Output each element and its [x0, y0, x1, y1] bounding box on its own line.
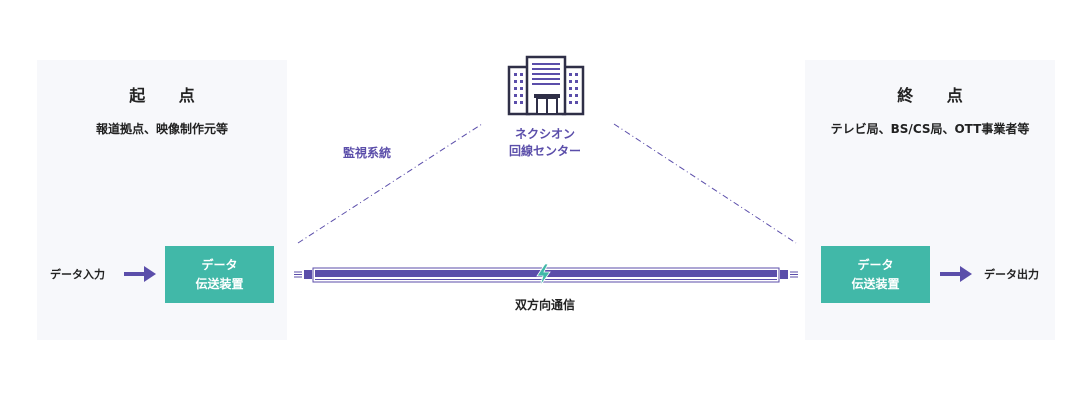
- monitoring-line-left: [297, 123, 483, 244]
- destination-transmission-device: データ 伝送装置: [821, 246, 930, 303]
- arrow-right-icon: [940, 266, 972, 282]
- cable: [294, 267, 798, 283]
- nexion-label-line2: 回線センター: [508, 144, 581, 158]
- origin-transmission-device: データ 伝送装置: [165, 246, 274, 303]
- origin-device-line2: 伝送装置: [195, 276, 244, 291]
- data-input-label: データ入力: [50, 268, 105, 281]
- nexion-label-line1: ネクシオン: [514, 127, 575, 141]
- destination-subtitle: テレビ局、BS/CS局、OTT事業者等: [830, 122, 1030, 136]
- destination-title: 終 点: [897, 86, 977, 105]
- arrow-right-icon: [124, 266, 156, 282]
- origin-title: 起 点: [129, 86, 209, 105]
- data-output-label: データ出力: [984, 268, 1039, 281]
- destination-panel: 終 点 テレビ局、BS/CS局、OTT事業者等: [805, 60, 1055, 340]
- origin-panel: 起 点 報道拠点、映像制作元等: [37, 60, 287, 340]
- bidirectional-comm-label: 双方向通信: [514, 298, 575, 312]
- monitoring-label: 監視系統: [343, 146, 392, 160]
- destination-device-line2: 伝送装置: [851, 276, 900, 291]
- origin-subtitle: 報道拠点、映像制作元等: [95, 122, 228, 136]
- connector-icon: [780, 270, 798, 279]
- connector-icon: [294, 270, 312, 279]
- origin-device-line1: データ: [201, 257, 238, 272]
- lightning-icon: [536, 263, 551, 287]
- building-icon: [507, 55, 585, 116]
- destination-device-line1: データ: [857, 257, 894, 272]
- monitoring-line-right: [613, 123, 797, 244]
